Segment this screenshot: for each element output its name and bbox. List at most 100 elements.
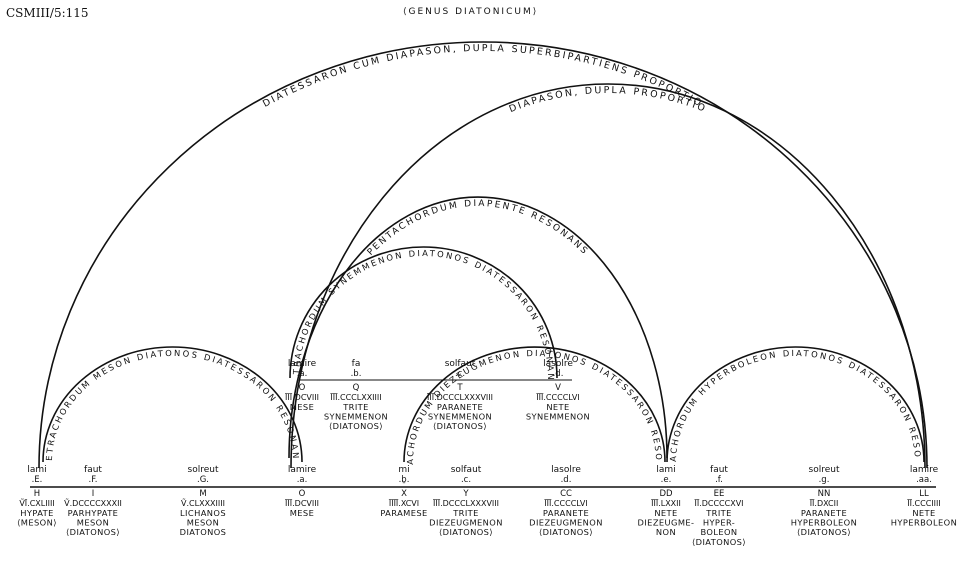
sign-label: O	[299, 383, 306, 393]
solmization-label: fa	[352, 359, 361, 369]
solmization-label: lamire	[910, 465, 939, 475]
arc-tetrachordum-meson	[42, 346, 303, 463]
name-line: TRITE	[705, 508, 732, 518]
sign-label: V	[555, 383, 561, 393]
solmization-label: solfaut	[451, 465, 482, 475]
upper-note-1: fa.b.QĪĪĪ.CCCLXXIIIITRITESYNEMMENON⟨DIAT…	[324, 359, 388, 431]
sign-label: LL	[919, 489, 929, 499]
name-line: ⟨DIATONOS⟩	[433, 421, 487, 431]
name-line: DIEZEUGMENON	[529, 518, 603, 528]
sign-label: H	[34, 489, 40, 499]
name-line: MESON	[187, 518, 219, 528]
number-label: ĪĪ.CCCIIII	[907, 498, 940, 508]
solmization-label: lamire	[288, 359, 317, 369]
diagram-title: ⟨GENUS DIATONICUM⟩	[403, 7, 539, 17]
name-line: SYNEMMENON	[428, 412, 492, 422]
name-line: PARANETE	[801, 508, 847, 518]
arc-tetrachordum-diezeugmenon	[403, 346, 666, 463]
solmization-label: faut	[84, 465, 102, 475]
name-line: HYPERBOLEON	[891, 518, 957, 528]
name-line: HYPATE	[20, 508, 54, 518]
number-label: ĪĪĪ.DCCCLXXXVIII	[427, 392, 493, 402]
sign-label: X	[401, 489, 407, 499]
sign-label: T	[456, 383, 463, 393]
letter-label: .g.	[819, 475, 830, 485]
solmization-label: lamire	[288, 465, 317, 475]
sign-label: CC	[560, 489, 572, 499]
name-line: TRITE	[452, 508, 479, 518]
arc-diapason-dupla-text-guide	[300, 93, 916, 468]
number-label: ĪĪ.DCCCCXVI	[694, 498, 743, 508]
solmization-label: lasolre	[543, 359, 573, 369]
arc-tetrachordum-hyperboleon-text-guide	[676, 356, 915, 462]
name-line: PARANETE	[543, 508, 589, 518]
letter-label: .c.	[455, 369, 465, 379]
solmization-label: lasolre	[551, 465, 581, 475]
sign-label: Y	[462, 489, 469, 499]
solmization-label: solfaut	[445, 359, 476, 369]
name-line: HYPERBOLEON	[791, 518, 857, 528]
name-line: BOLEON	[700, 527, 737, 537]
number-label: ĪĪĪ.CCCCLVI	[536, 392, 579, 402]
arc-pentachordum-diapente	[288, 196, 668, 459]
name-line: SYNEMMENON	[324, 412, 388, 422]
lower-note-1: faut.F.IṼ.DCCCCXXXIIPARHYPATEMESON⟨DIATO…	[64, 465, 122, 537]
letter-label: .E.	[32, 475, 43, 485]
name-line: ⟨DIATONOS⟩	[539, 527, 593, 537]
arc-tetrachordum-synemmenon-label-text: TETRACHORDUM SYNEMMENON DIATONOS DIATESS…	[0, 0, 554, 382]
solmization-label: mi	[398, 465, 409, 475]
letter-label: .c.	[461, 475, 471, 485]
arc-tetrachordum-meson-label: TETRACHORDUM MESON DIATONOS DIATESSARON …	[0, 0, 301, 461]
arc-tetrachordum-meson-label-text: TETRACHORDUM MESON DIATONOS DIATESSARON …	[0, 0, 299, 461]
name-line: ⟨DIATONOS⟩	[797, 527, 851, 537]
number-label: ĪĪĪ.DCVIII	[285, 498, 319, 508]
letter-label: .f.	[715, 475, 723, 485]
sign-label: EE	[714, 489, 725, 499]
lower-note-6: lasolre.d. CCĪĪĪ.CCCCLVIPARANETEDIEZEUGME…	[529, 465, 603, 537]
letter-label: .d.	[553, 369, 564, 379]
letter-label: .d.	[561, 475, 572, 485]
number-label: ĪĪĪ.DCVIII	[285, 392, 319, 402]
lower-note-2: solreut.G.MṼ.CLXXXIIIILICHANOSMESONDIATO…	[180, 465, 226, 537]
name-line: SYNEMMENON	[526, 412, 590, 422]
name-line: DIEZEUGMENON	[429, 518, 503, 528]
arc-tetrachordum-synemmenon	[289, 246, 558, 379]
name-line: HYPER-	[703, 518, 735, 528]
number-label: Ṽ.CLXXXIIII	[181, 497, 225, 508]
letter-label: .a.	[297, 475, 308, 485]
name-line: PARANETE	[437, 402, 483, 412]
arc-diatessaron-cum-diapason-label: DIATESSARON CUM DIAPASON, DUPLA SUPERBIP…	[261, 43, 705, 110]
name-line: NETE	[654, 508, 677, 518]
arc-tetrachordum-synemmenon-label: TETRACHORDUM SYNEMMENON DIATONOS DIATESS…	[0, 0, 556, 382]
number-label: ĪĪĪĪ.XCVI	[389, 498, 419, 508]
sign-label: O	[299, 489, 306, 499]
lower-note-5: solfaut.c.YĪĪĪ.DCCCLXXXVIIITRITEDIEZEUGM…	[429, 465, 503, 537]
letter-label: .b.	[351, 369, 362, 379]
letter-label: .ḇ.	[399, 475, 410, 485]
number-label: Ṽ.DCCCCXXXII	[64, 497, 122, 508]
number-label: ĪĪĪ.CCCCLVI	[544, 498, 587, 508]
number-label: ṼĪ.CXLIIII	[19, 497, 54, 508]
arc-tetrachordum-hyperboleon	[666, 346, 925, 463]
letter-label: .e.	[661, 475, 672, 485]
letter-label: .aa.	[916, 475, 932, 485]
number-label: ĪĪĪ.CCCLXXIIII	[330, 392, 381, 402]
arc-diapason-dupla	[290, 83, 926, 469]
letter-label: .F.	[89, 475, 98, 485]
name-line: PARAMESE	[380, 508, 427, 518]
name-line: MESE	[290, 508, 315, 518]
solmization-label: solreut	[188, 465, 219, 475]
name-line: ⟨DIATONOS⟩	[329, 421, 383, 431]
sign-label: DD	[659, 489, 673, 499]
sign-label: NN	[818, 489, 831, 499]
arc-diatessaron-cum-diapason	[38, 41, 928, 469]
name-line: PARHYPATE	[68, 508, 119, 518]
number-label: ĪĪ.DXCII	[810, 498, 839, 508]
